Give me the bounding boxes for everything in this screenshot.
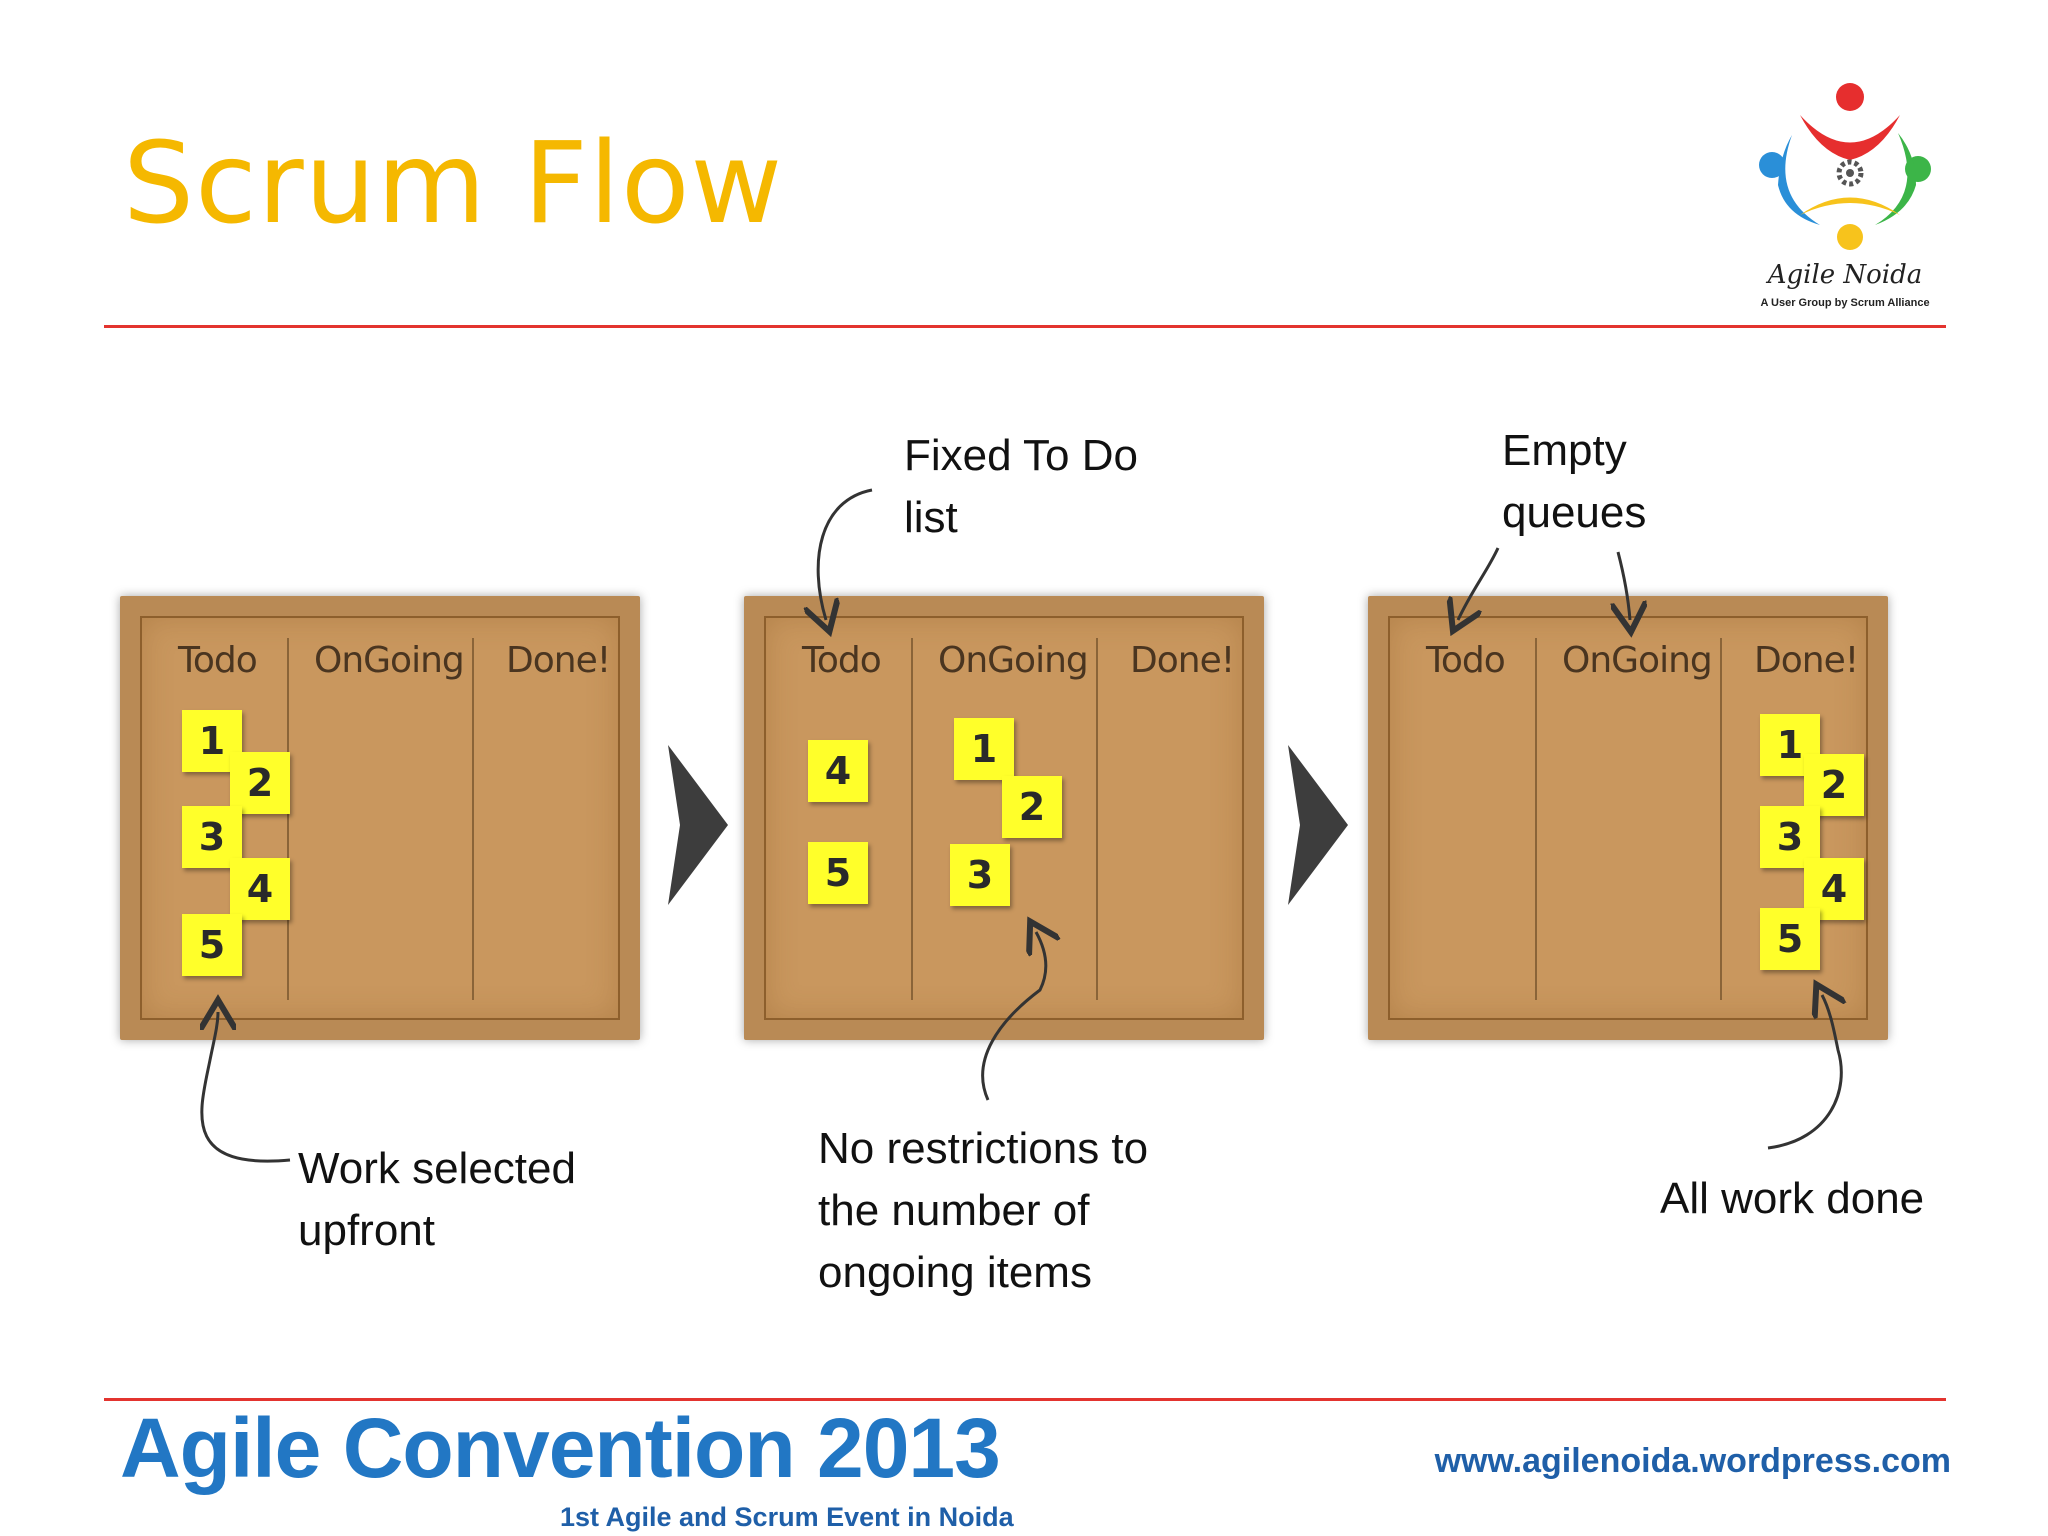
column-header-ongoing: OnGoing [314,640,465,681]
board-surface: Todo OnGoing Done! 1 2 3 4 5 [1388,616,1868,1020]
sticky-note: 5 [1760,908,1820,970]
annotation-fixed-todo: Fixed To Do list [904,431,1138,542]
footer-website-link[interactable]: www.agilenoida.wordpress.com [1434,1442,1951,1480]
column-header-todo: Todo [802,640,882,681]
column-divider [911,638,913,1000]
column-divider [472,638,474,1000]
annotation-no-restrictions: No restrictions to the number of ongoing… [818,1124,1149,1297]
sticky-note: 1 [954,718,1014,780]
sticky-note: 1 [182,710,242,772]
sticky-note: 3 [950,844,1010,906]
sticky-note: 3 [182,806,242,868]
column-header-ongoing: OnGoing [1562,640,1713,681]
annotation-work-selected: Work selected upfront [298,1144,576,1255]
board-complete: Todo OnGoing Done! 1 2 3 4 5 [1368,596,1888,1040]
column-header-todo: Todo [178,640,258,681]
column-header-done: Done! [506,640,611,681]
column-divider [1535,638,1537,1000]
board-surface: Todo OnGoing Done! 4 5 1 2 3 [764,616,1244,1020]
sticky-note: 4 [808,740,868,802]
board-surface: Todo OnGoing Done! 1 2 3 4 5 [140,616,620,1020]
sticky-note: 1 [1760,714,1820,776]
board-initial: Todo OnGoing Done! 1 2 3 4 5 [120,596,640,1040]
flow-arrow-icon [668,745,728,905]
footer-event-title: Agile Convention 2013 [120,1401,1001,1495]
annotation-empty-queues: Empty queues [1502,426,1647,537]
slide-title: Scrum Flow [123,119,784,249]
column-divider [287,638,289,1000]
sticky-note: 2 [230,752,290,814]
flow-arrow-icon [1288,745,1348,905]
sticky-note: 5 [182,914,242,976]
board-in-progress: Todo OnGoing Done! 4 5 1 2 3 [744,596,1264,1040]
column-divider [1096,638,1098,1000]
footer-event-subtitle: 1st Agile and Scrum Event in Noida [560,1502,1014,1532]
column-header-done: Done! [1754,640,1859,681]
agile-noida-logo: Agile Noida A User Group by Scrum Allian… [1740,75,1950,315]
sticky-note: 3 [1760,806,1820,868]
column-header-done: Done! [1130,640,1235,681]
footer-divider [104,1398,1946,1401]
logo-tagline: A User Group by Scrum Alliance [1760,297,1930,309]
column-header-ongoing: OnGoing [938,640,1089,681]
annotation-all-done: All work done [1660,1174,1925,1223]
sticky-note: 4 [230,858,290,920]
column-divider [1720,638,1722,1000]
header-divider [104,325,1946,328]
sticky-note: 5 [808,842,868,904]
column-header-todo: Todo [1426,640,1506,681]
logo-name: Agile Noida [1767,260,1923,290]
sticky-note: 2 [1002,776,1062,838]
people-circle-icon [1759,83,1931,250]
sticky-note: 4 [1804,858,1864,920]
sticky-note: 2 [1804,754,1864,816]
